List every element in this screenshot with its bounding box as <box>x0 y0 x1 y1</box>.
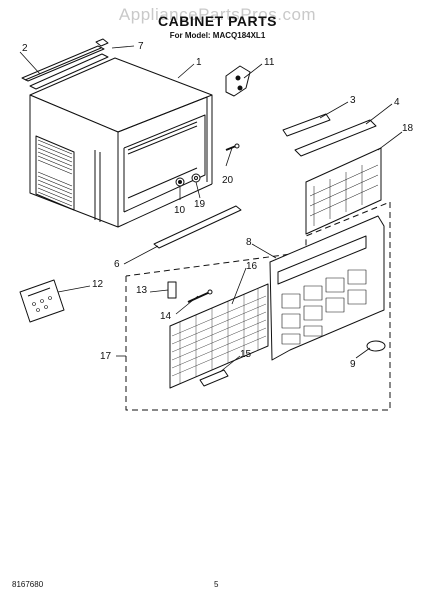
callout-20: 20 <box>222 175 234 186</box>
front-panel-part-8 <box>269 215 385 361</box>
washer-part-19 <box>191 173 201 183</box>
bushing-part-10 <box>175 177 185 187</box>
callout-15: 15 <box>240 349 252 360</box>
latch-part-14 <box>187 289 213 303</box>
callout-18: 18 <box>402 123 414 134</box>
emblem-part-9 <box>366 340 386 352</box>
page-title: CABINET PARTS <box>157 13 278 29</box>
callout-19: 19 <box>194 199 206 210</box>
callout-10: 10 <box>174 205 186 216</box>
callout-14: 14 <box>160 311 172 322</box>
filter-part-16 <box>169 283 269 389</box>
top-rail-part-7 <box>29 53 109 90</box>
callout-2: 2 <box>22 43 28 54</box>
callout-16: 16 <box>246 261 258 272</box>
document-number: 8167680 <box>12 580 44 589</box>
clip-part-13 <box>167 281 177 299</box>
strip-part-3 <box>282 113 331 137</box>
callout-13: 13 <box>136 285 148 296</box>
strip-part-4 <box>294 119 377 157</box>
rear-grille-part-18 <box>305 147 382 235</box>
callout-11: 11 <box>264 57 275 68</box>
remote-control-part-12 <box>19 279 65 323</box>
model-subtitle: For Model: MACQ184XL1 <box>169 31 266 40</box>
top-rail-part-2 <box>21 38 109 82</box>
screw-part-20 <box>225 143 240 151</box>
callout-7: 7 <box>138 41 144 52</box>
cabinet-part-1 <box>29 57 213 228</box>
callout-6: 6 <box>114 259 120 270</box>
page-number: 5 <box>214 580 219 589</box>
callout-4: 4 <box>394 97 400 108</box>
callout-3: 3 <box>350 95 356 106</box>
callout-8: 8 <box>246 237 252 248</box>
bottom-rail-part-6 <box>153 205 242 249</box>
callout-1: 1 <box>196 57 202 68</box>
callout-17: 17 <box>100 351 112 362</box>
watermark-text: AppliancePartsPros.com <box>118 5 317 24</box>
leader-lines <box>19 45 403 373</box>
callout-12: 12 <box>92 279 104 290</box>
callout-9: 9 <box>350 359 356 370</box>
knob-part-15 <box>199 369 229 387</box>
bracket-part-11 <box>225 65 251 97</box>
